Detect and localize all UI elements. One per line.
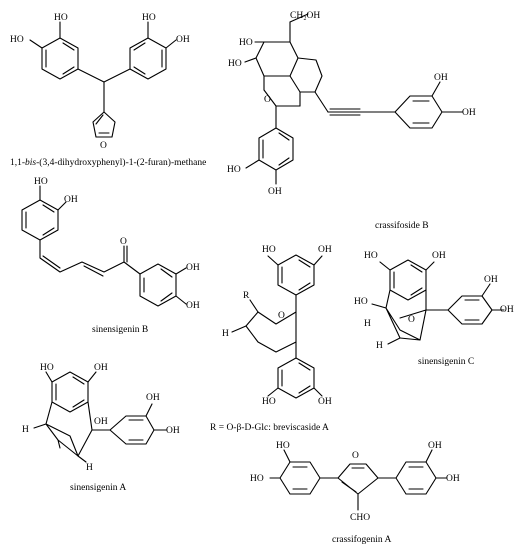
atom-ho: HO — [10, 35, 24, 45]
atom-ho: HO — [54, 13, 68, 23]
atom-oh: OH — [428, 441, 442, 451]
compound-breviscaside-a: HO OH R O H HO OH R = O-β-D-Glc: brevisc… — [210, 245, 332, 433]
atom-oh: OH — [176, 35, 190, 45]
furan-ring — [337, 463, 379, 495]
atom-oh: OH — [484, 275, 498, 285]
caption-crassifogenin-a: crassifogenin A — [332, 534, 392, 545]
caption-crassifoside-b: crassifoside B — [375, 220, 429, 231]
atom-oh: OH — [446, 474, 460, 484]
bridged-ring-system — [385, 289, 427, 341]
atom-h: H — [364, 319, 371, 329]
atom-ho: HO — [34, 177, 48, 187]
compound-sinensigenin-a: HO OH H OH H OH OH sinensigenin A — [22, 363, 180, 493]
atom-o: O — [278, 311, 285, 321]
atom-o: O — [264, 95, 271, 105]
atom-oh: OH — [64, 195, 78, 205]
catechol-ring — [21, 199, 59, 241]
caption-sinensigenin-a: sinensigenin A — [70, 483, 126, 493]
atom-oh: OH — [434, 73, 448, 83]
atom-ho: HO — [40, 363, 54, 373]
atom-oh: OH — [166, 426, 180, 436]
left-catechol-ring — [41, 37, 79, 80]
atom-oh: OH — [462, 108, 476, 118]
atom-o: O — [120, 237, 127, 247]
bridged-ring-system — [45, 401, 93, 457]
atom-o: O — [408, 315, 415, 325]
caption-sinensigenin-c: sinensigenin C — [418, 357, 474, 367]
atom-h: H — [22, 425, 29, 435]
right-catechol-ring — [129, 37, 167, 80]
dioxane-ring — [289, 57, 323, 93]
lower-aryl-ring — [258, 127, 294, 171]
atom-oh: OH — [186, 263, 200, 273]
compound-bis-dihydroxyphenyl-furan-methane: HO HO HO OH O 1,1-bis-(3,4-dihydroxyphen… — [10, 13, 206, 168]
furan-ring — [92, 111, 116, 138]
atom-r: R — [243, 291, 250, 301]
tetrahydropyran-ring — [245, 294, 297, 353]
atom-ho: HO — [364, 251, 378, 261]
compound-sinensigenin-c: HO OH HO H O H OH OH sinensigenin C — [354, 251, 514, 367]
glucose-ring — [255, 41, 299, 77]
atom-oh: OH — [500, 305, 514, 315]
atom-h: H — [86, 463, 93, 473]
alkyne-aryl-ring — [394, 95, 443, 129]
atom-ho: HO — [142, 13, 156, 23]
caption-sinensigenin-b: sinensigenin B — [92, 325, 148, 335]
atom-oh: OH — [94, 417, 108, 427]
atom-ho: HO — [276, 441, 290, 451]
compound-crassifoside-b: CH₂OH HO HO O OH OH HO OH crassifoside B — [227, 11, 476, 231]
compound-crassifogenin-a: HO HO O OH OH CHO crassifogenin A — [250, 441, 460, 545]
atom-oh: OH — [146, 393, 160, 403]
right-catechol-ring — [395, 461, 437, 495]
atom-ch2oh: CH₂OH — [290, 11, 320, 21]
catechol-ring — [51, 371, 89, 413]
atom-o: O — [100, 141, 107, 151]
catechol-ring — [389, 259, 427, 301]
atom-oh: OH — [268, 187, 282, 197]
left-catechol-ring — [279, 461, 321, 495]
atom-cho: CHO — [350, 513, 370, 523]
atom-oh: OH — [318, 245, 332, 255]
atom-o: O — [352, 451, 359, 461]
upper-catechol-ring — [277, 254, 315, 296]
caption-compound-1: 1,1-bis-(3,4-dihydroxyphenyl)-1-(2-furan… — [10, 157, 206, 168]
atom-ho: HO — [262, 245, 276, 255]
compound-sinensigenin-b: HO OH O OH OH sinensigenin B — [21, 177, 200, 335]
lower-catechol-ring — [277, 357, 315, 399]
pendant-catechol-ring — [447, 295, 493, 325]
atom-ho: HO — [262, 397, 276, 407]
atom-ho: HO — [354, 297, 368, 307]
caption-breviscaside-a: R = O-β-D-Glc: breviscaside A — [210, 423, 329, 433]
atom-ho: HO — [250, 474, 264, 484]
atom-ho: HO — [228, 59, 242, 69]
atom-ho: HO — [227, 165, 241, 175]
atom-oh: OH — [318, 397, 332, 407]
right-catechol-ring — [139, 263, 177, 307]
atom-oh: OH — [94, 363, 108, 373]
atom-oh: OH — [186, 301, 200, 311]
atom-h: H — [222, 329, 229, 339]
atom-oh: OH — [432, 251, 446, 261]
atom-h: H — [376, 341, 383, 351]
pendant-catechol-ring — [109, 415, 155, 445]
atom-ho: HO — [239, 38, 253, 48]
